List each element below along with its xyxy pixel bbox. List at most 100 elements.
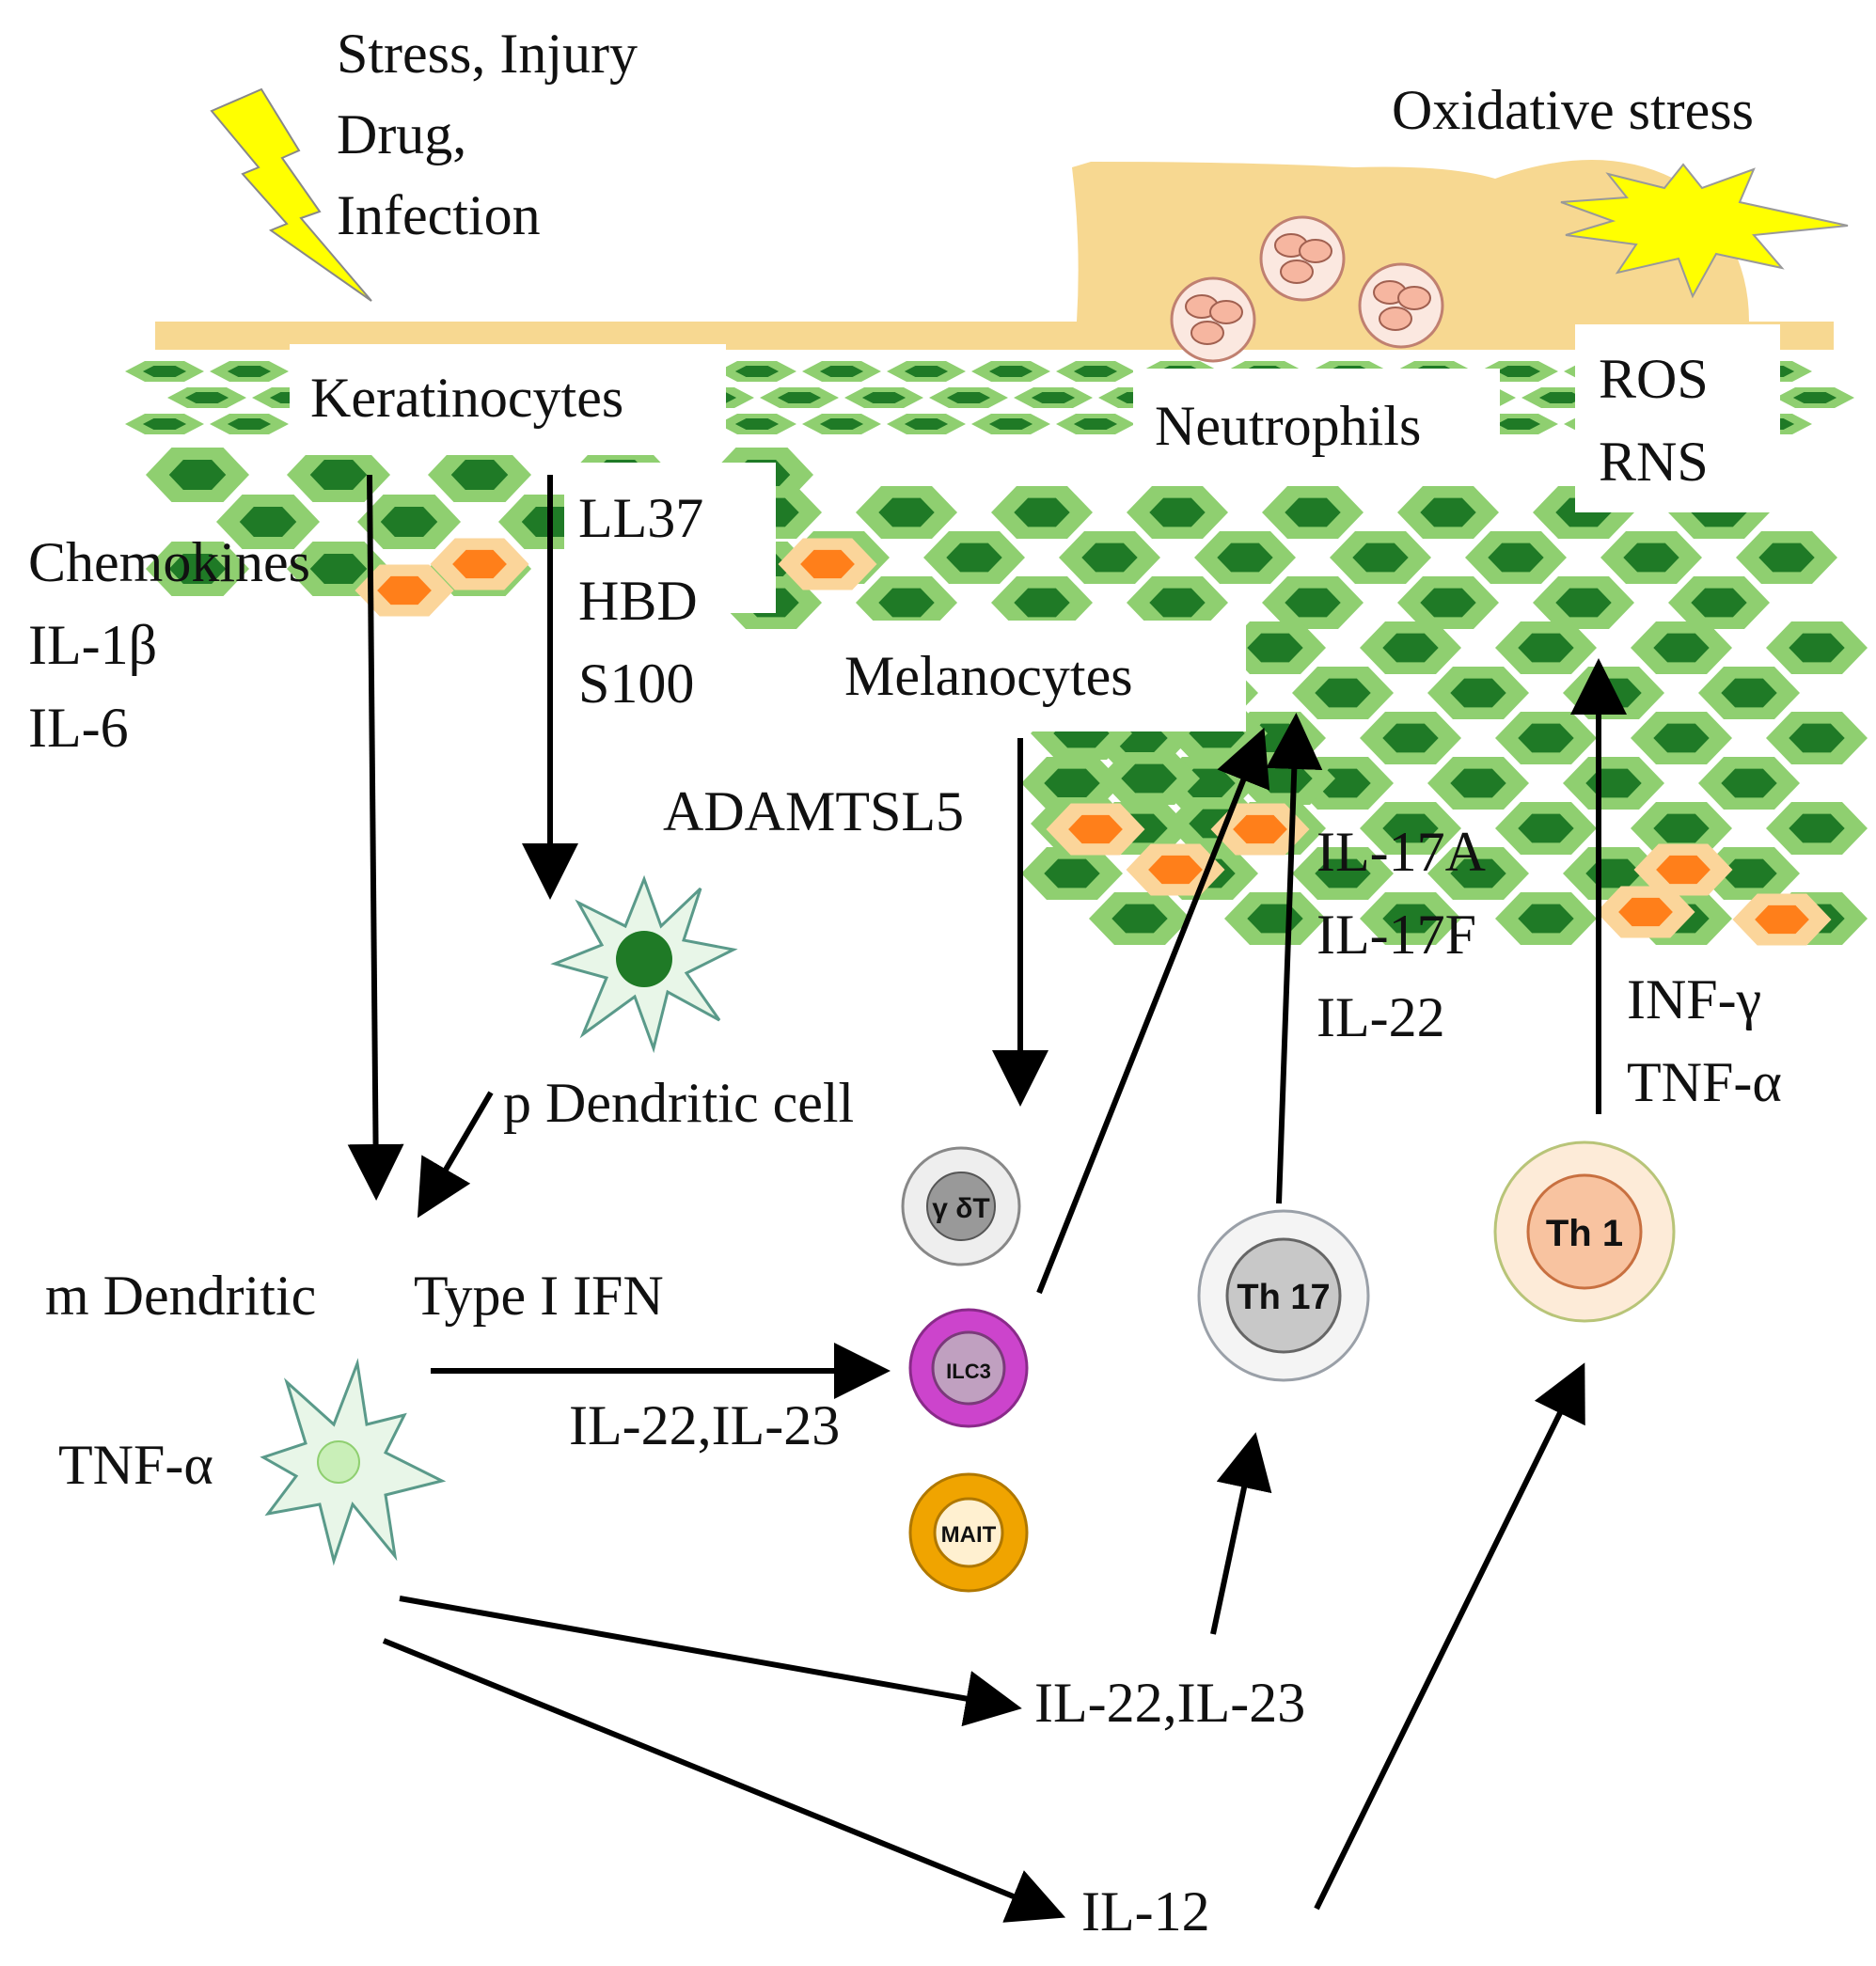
- keratinocyte-nucleus: [1044, 768, 1100, 798]
- keratinocyte-nucleus: [819, 365, 864, 378]
- arrow-mdc-to-il2223: [399, 1596, 1022, 1727]
- tnfa-right-label: TNF-α: [1627, 1051, 1782, 1113]
- hbd-label: HBD: [578, 570, 698, 632]
- keratinocyte-nucleus: [1247, 633, 1303, 663]
- neutrophil-lobe: [1190, 321, 1224, 345]
- th1-label: Th 1: [1546, 1213, 1623, 1254]
- neutrophil-lobe: [1299, 239, 1332, 263]
- arrow-ilc3-to-kera: [1036, 727, 1270, 1295]
- keratinocyte-nucleus: [1538, 391, 1584, 404]
- adamtsl5-label: ADAMTSL5: [663, 780, 965, 842]
- keratinocyte-nucleus: [227, 417, 272, 431]
- keratinocyte-nucleus: [1691, 588, 1747, 618]
- type1ifn-label: Type I IFN: [414, 1265, 664, 1327]
- keratinocyte-nucleus: [1014, 497, 1070, 527]
- keratinocyte-nucleus: [1352, 543, 1409, 573]
- oxidative-stress-label: Oxidative stress: [1392, 79, 1754, 141]
- keratinocyte-nucleus: [1217, 543, 1273, 573]
- keratinocyte-nucleus: [1382, 633, 1439, 663]
- keratinocyte-nucleus: [1653, 723, 1710, 753]
- keratinocyte-nucleus: [1450, 858, 1506, 889]
- melanocyte-nucleus: [452, 549, 507, 579]
- keratinocyte-nucleus: [1623, 543, 1679, 573]
- keratinocyte-nucleus: [309, 554, 368, 584]
- keratinocyte-nucleus: [819, 417, 864, 431]
- il12-label: IL-12: [1081, 1880, 1210, 1942]
- il1b-label: IL-1β: [28, 614, 158, 676]
- tnfa-left-label: TNF-α: [58, 1434, 213, 1496]
- keratinocyte-nucleus: [946, 391, 991, 404]
- keratinocyte-nucleus: [1111, 904, 1168, 934]
- keratinocyte-nucleus: [1496, 417, 1541, 431]
- keratinocyte-nucleus: [904, 365, 949, 378]
- infg-label: INF-γ: [1627, 968, 1762, 1030]
- keratinocyte-nucleus: [227, 365, 272, 378]
- keratinocyte-nucleus: [239, 507, 297, 537]
- keratinocyte-nucleus: [1285, 497, 1341, 527]
- keratinocyte-nucleus: [184, 391, 229, 404]
- melanocyte-nucleus: [800, 549, 855, 579]
- keratinocyte-nucleus: [777, 391, 822, 404]
- keratinocyte-nucleus: [1382, 904, 1439, 934]
- melanocytes-box: [828, 621, 1246, 731]
- keratinocyte-nucleus: [142, 365, 187, 378]
- melanocyte-layer: [355, 538, 1832, 946]
- dendritic-cell-icon: [260, 1358, 447, 1566]
- keratinocyte-nucleus: [1758, 543, 1815, 573]
- mait-label: MAIT: [941, 1522, 997, 1548]
- keratinocyte-nucleus: [1789, 813, 1845, 843]
- neutrophil-lobe: [1209, 300, 1243, 324]
- neutrophil-lobe: [1379, 307, 1412, 331]
- keratinocyte-nucleus: [1450, 678, 1506, 708]
- il6-label: IL-6: [28, 697, 129, 759]
- melanocytes-label: Melanocytes: [844, 645, 1133, 707]
- keratinocyte-nucleus: [1382, 813, 1439, 843]
- keratinocyte-nucleus: [1014, 588, 1070, 618]
- arrow-kera-to-mdc: [347, 474, 404, 1201]
- keratinocyte-nucleus: [1315, 678, 1371, 708]
- keratinocyte-nucleus: [142, 417, 187, 431]
- arrow-th17-to-kera: [1266, 713, 1323, 1204]
- arrow-mdc-to-il12: [382, 1638, 1066, 1923]
- ros-rns-box: [1575, 324, 1780, 512]
- il17f-label: IL-17F: [1316, 904, 1476, 966]
- keratinocyte-nucleus: [1315, 858, 1371, 889]
- keratinocyte-nucleus: [1073, 365, 1118, 378]
- keratinocyte-nucleus: [1792, 391, 1837, 404]
- arrow-il12-to-th1: [1314, 1362, 1585, 1911]
- starburst-icon: [1560, 163, 1849, 299]
- neutrophil-lobe: [1280, 260, 1314, 284]
- keratinocyte-nucleus: [734, 365, 780, 378]
- keratinocyte-nucleus: [1285, 588, 1341, 618]
- keratinocyte-nucleus: [380, 507, 438, 537]
- keratinocyte-nucleus: [1555, 588, 1612, 618]
- ll37-label: LL37: [578, 487, 704, 549]
- keratinocyte-nucleus: [1789, 633, 1845, 663]
- keratinocyte-nucleus: [1149, 588, 1206, 618]
- gamma-delta-t-cell: [901, 1146, 1021, 1266]
- melanocyte-nucleus: [1233, 814, 1287, 844]
- il22-il23-mid-label: IL-22,IL-23: [569, 1394, 841, 1456]
- il22-il23-low-label: IL-22,IL-23: [1034, 1672, 1306, 1734]
- keratinocyte-nucleus: [904, 417, 949, 431]
- keratinocyte-nucleus: [1789, 723, 1845, 753]
- neutrophil-lobe: [1397, 286, 1431, 310]
- lightning-bolt-icon: [210, 87, 372, 302]
- keratinocyte-nucleus: [168, 554, 227, 584]
- keratinocyte-nucleus: [1121, 763, 1177, 794]
- keratinocyte-nucleus: [1496, 365, 1541, 378]
- keratinocytes-label: Keratinocytes: [310, 367, 624, 429]
- ll37-box: [564, 463, 776, 613]
- keratinocyte-nucleus: [946, 543, 1002, 573]
- keratinocyte-nucleus: [1450, 768, 1506, 798]
- melanocyte-nucleus: [1148, 855, 1203, 885]
- arrow-pdc-to-mdc: [417, 1091, 494, 1219]
- melanocyte-nucleus: [1656, 855, 1710, 885]
- trigger-line3: Infection: [337, 184, 541, 246]
- keratinocyte-nucleus: [309, 460, 368, 490]
- il22-right-label: IL-22: [1316, 986, 1445, 1048]
- ros-label: ROS: [1599, 348, 1709, 410]
- keratinocyte-nucleus: [450, 460, 509, 490]
- keratinocyte-nucleus: [1721, 858, 1777, 889]
